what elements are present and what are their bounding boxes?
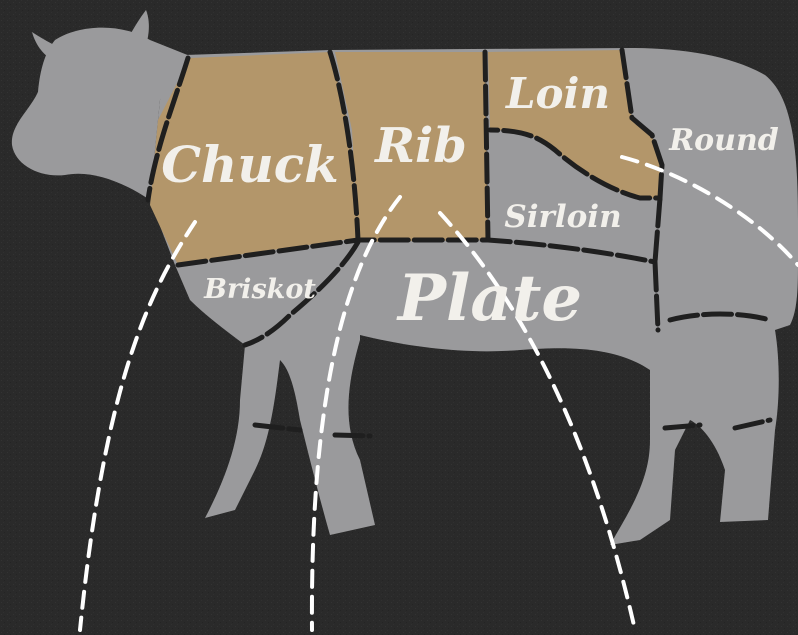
- label-chuck: Chuck: [161, 135, 339, 194]
- pointer-line-round: [620, 155, 798, 267]
- cut-seam-lines: [145, 47, 773, 439]
- cut-loin-region[interactable]: [488, 50, 660, 198]
- dashed-pointer-lines: [78, 155, 798, 632]
- label-rib: Rib: [373, 118, 467, 174]
- cow-head: [11, 27, 196, 201]
- label-plate: Plate: [396, 261, 582, 336]
- label-round: Round: [668, 123, 779, 158]
- cut-chuck-region[interactable]: [150, 52, 358, 265]
- label-sirloin: Sirloin: [504, 199, 621, 235]
- pointer-line-rib: [309, 195, 402, 632]
- label-brisket: Briskot: [203, 274, 316, 305]
- pointer-line-chuck: [78, 220, 197, 632]
- cut-rib-region[interactable]: [335, 52, 488, 242]
- label-loin: Loin: [505, 69, 610, 118]
